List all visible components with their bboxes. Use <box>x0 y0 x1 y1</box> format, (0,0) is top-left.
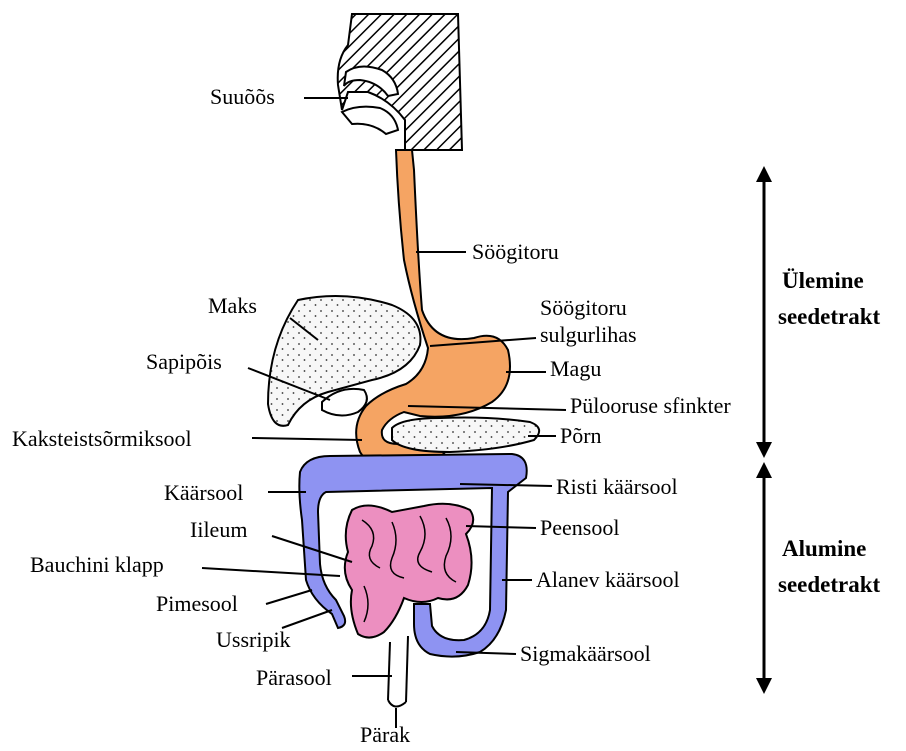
label-parasool: Pärasool <box>256 665 332 690</box>
label-peensool: Peensool <box>540 515 619 540</box>
leader-peensool <box>466 526 536 528</box>
label-suuoos: Suuõõs <box>210 84 275 109</box>
lower-tract-arrow <box>756 462 772 694</box>
upper-tract-arrow <box>756 166 772 458</box>
section-lower-line2: seedetrakt <box>778 572 881 597</box>
label-magu: Magu <box>550 356 601 381</box>
label-risti-kaarsool: Risti käärsool <box>556 474 678 499</box>
gallbladder-shape <box>322 389 367 416</box>
rectum-shape <box>388 636 408 707</box>
label-sigmakaarsool: Sigmakäärsool <box>520 641 651 666</box>
label-kaksteistsormiksool: Kaksteistsõrmiksool <box>12 426 192 451</box>
section-upper-line2: seedetrakt <box>778 304 881 329</box>
section-lower-line1: Alumine <box>782 536 866 561</box>
small-intestine-shape <box>345 504 473 638</box>
label-bauchini-klapp: Bauchini klapp <box>30 552 164 577</box>
label-parak: Pärak <box>360 722 410 746</box>
label-kaarsool: Käärsool <box>164 480 243 505</box>
section-upper-line1: Ülemine <box>782 268 864 293</box>
spleen-shape <box>392 418 539 453</box>
label-iileum: Iileum <box>190 517 247 542</box>
label-ussripik: Ussripik <box>216 627 291 652</box>
label-maks: Maks <box>208 293 257 318</box>
label-porn: Põrn <box>560 423 602 448</box>
label-soogitoru-sulgurlihas-2: sulgurlihas <box>540 322 637 347</box>
leader-kaksteistsormiksool <box>252 438 362 440</box>
label-soogitoru: Söögitoru <box>472 239 559 264</box>
label-soogitoru-sulgurlihas-1: Söögitoru <box>540 295 627 320</box>
label-alanev-kaarsool: Alanev käärsool <box>536 567 680 592</box>
label-sapipois: Sapipõis <box>146 349 222 374</box>
leader-ussripik <box>282 610 332 628</box>
leader-pimesool <box>266 590 312 604</box>
label-pylooruse-sfinkter: Pülooruse sfinkter <box>570 393 731 418</box>
head-mouth-shape <box>338 14 462 150</box>
label-pimesool: Pimesool <box>156 591 238 616</box>
